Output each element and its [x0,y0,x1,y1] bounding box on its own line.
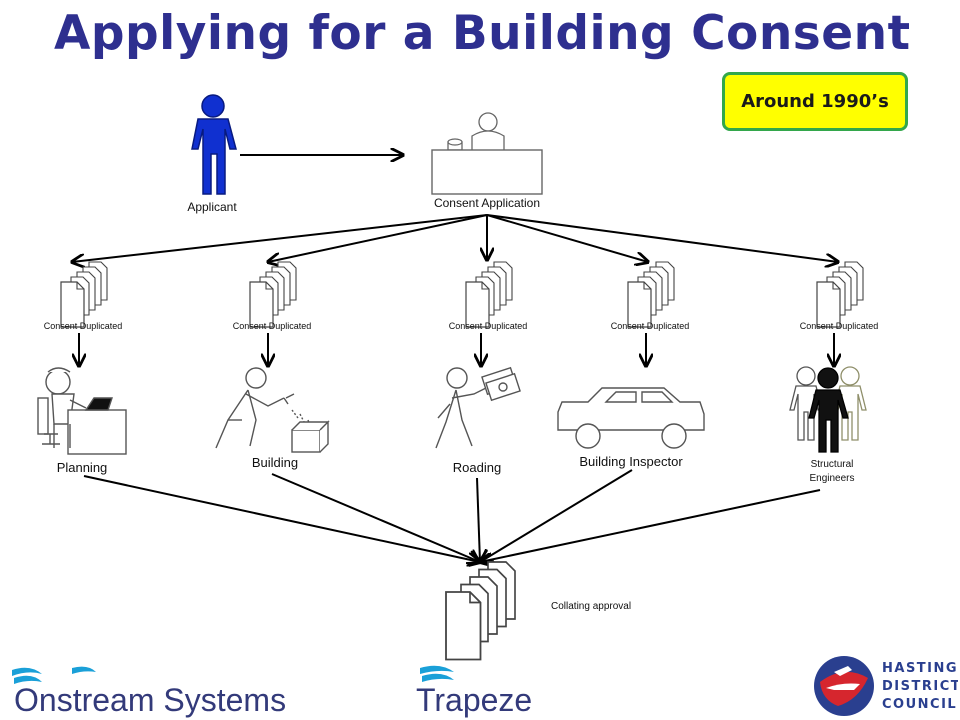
hastings-council-logo: HASTINGS DISTRICT COUNCIL [814,656,958,716]
era-badge: Around 1990’s [722,72,908,131]
trapeze-logo-text: Trapeze [416,682,532,718]
money-carrier-icon [435,366,521,449]
onstream-logo-text: Onstream Systems [14,682,286,718]
trapeze-logo: Trapeze [416,665,532,718]
document-stack-icon [465,261,513,328]
duplicate-label: Consent Duplicated [44,321,123,331]
department-label: Roading [453,460,501,475]
car-icon [557,387,705,449]
consent-application-label: Consent Application [434,196,540,210]
department-label: Planning [57,460,108,475]
duplicate-label: Consent Duplicated [233,321,312,331]
hastings-logo-line3: COUNCIL [882,697,957,712]
document-stack-icon [816,261,864,328]
reception-desk-icon [431,112,543,195]
distribution-arrows [72,214,838,262]
department-label: Structural [811,459,854,470]
duplicate-label: Consent Duplicated [611,321,690,331]
applicant-label: Applicant [187,200,237,214]
document-stack-icon [627,261,675,328]
department-label: Engineers [809,473,854,484]
document-stack-icon [249,261,297,328]
applicant-icon [191,94,237,195]
group-people-icon [789,366,867,453]
onstream-logo: Onstream Systems [12,666,286,718]
department-arrows [79,333,834,366]
document-stack-icon [60,261,108,328]
department-label: Building Inspector [579,454,683,469]
collating-arrows [83,469,821,562]
hastings-logo-line2: DISTRICT [882,679,958,694]
duplicate-label: Consent Duplicated [800,321,879,331]
hastings-logo-line1: HASTINGS [882,661,958,676]
desk-worker-icon [37,367,127,455]
duplicate-label: Consent Duplicated [449,321,528,331]
department-label: Building [252,455,298,470]
page-title: Applying for a Building Consent [54,6,911,61]
collating-label: Collating approval [551,601,631,612]
box-thrower-icon [215,367,330,453]
document-stack-icon [445,561,516,661]
